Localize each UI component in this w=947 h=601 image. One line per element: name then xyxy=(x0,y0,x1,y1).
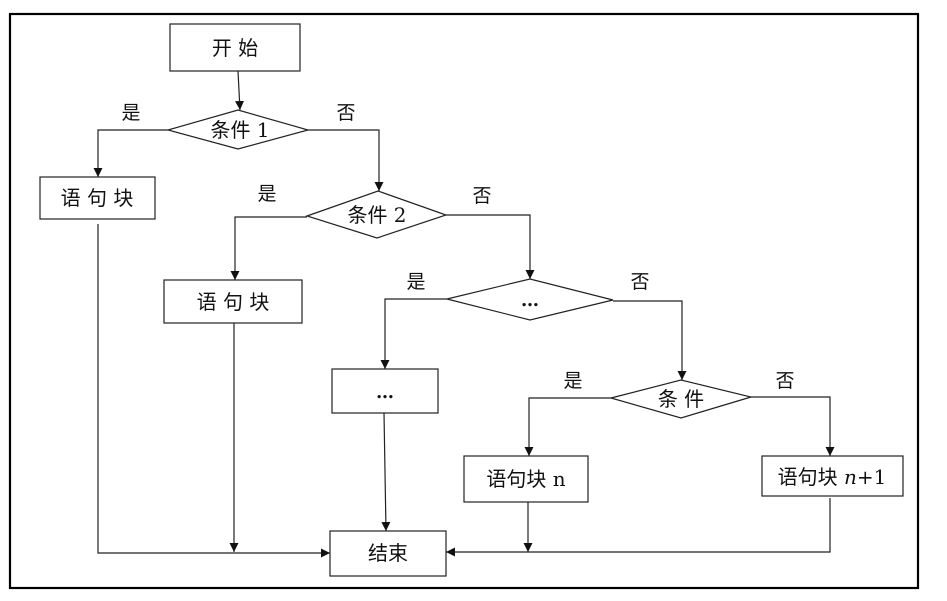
node-cond2: 条件 2 xyxy=(305,190,448,239)
node-block-n1-var: n xyxy=(844,465,857,489)
node-block2: 语 句 块 xyxy=(163,279,303,324)
edge-cond-more-yes xyxy=(380,298,447,369)
node-cond1: 条件 1 xyxy=(165,109,311,150)
node-start: 开 始 xyxy=(169,23,301,72)
label-cond-more-no: 否 xyxy=(630,271,649,293)
edge-start-cond1 xyxy=(235,70,245,111)
edge-cond2-no xyxy=(446,214,535,279)
node-block-n1-prefix: 语句块 xyxy=(778,465,844,489)
label-cond-n-yes: 是 xyxy=(563,370,582,392)
node-block-n-label: 语句块 n xyxy=(486,467,565,491)
node-block-more: … xyxy=(331,368,439,414)
edge-block1-end xyxy=(97,224,330,558)
node-cond-more-label: … xyxy=(521,290,539,311)
node-end: 结束 xyxy=(329,530,447,577)
node-block-n: 语句块 n xyxy=(463,455,589,503)
node-block1: 语 句 块 xyxy=(39,176,156,220)
edge-cond1-yes xyxy=(93,129,168,177)
label-cond-n-no: 否 xyxy=(775,370,794,392)
node-start-label: 开 始 xyxy=(212,36,258,60)
node-cond2-label: 条件 2 xyxy=(347,203,406,227)
node-cond1-label: 条件 1 xyxy=(210,118,269,142)
edge-cond2-yes xyxy=(230,216,307,280)
node-cond-n-label: 条 件 xyxy=(658,387,704,411)
node-block-n1-suffix: +1 xyxy=(857,465,886,489)
edge-block-n1-end xyxy=(446,498,831,557)
node-block-n1: 语句块 n+1 xyxy=(761,455,904,497)
label-cond2-yes: 是 xyxy=(257,183,276,205)
label-cond1-no: 否 xyxy=(336,102,355,124)
outer-frame xyxy=(8,12,920,590)
node-cond-more: … xyxy=(446,278,614,321)
edge-block-more-end xyxy=(381,412,391,532)
node-cond-n: 条 件 xyxy=(608,379,754,419)
edge-cond1-no xyxy=(308,129,384,191)
node-block-more-label: … xyxy=(376,382,394,403)
label-cond-more-yes: 是 xyxy=(406,271,425,293)
label-cond1-yes: 是 xyxy=(121,102,140,124)
edge-cond-n-yes xyxy=(524,397,611,456)
node-block-n1-label-group: 语句块 n+1 xyxy=(778,465,887,489)
node-block1-label: 语 句 块 xyxy=(61,186,134,210)
label-cond2-no: 否 xyxy=(472,185,491,207)
edge-cond-more-no xyxy=(613,300,687,380)
edge-cond-n-no xyxy=(751,396,835,456)
node-block2-label: 语 句 块 xyxy=(197,290,270,314)
node-end-label: 结束 xyxy=(368,541,408,565)
